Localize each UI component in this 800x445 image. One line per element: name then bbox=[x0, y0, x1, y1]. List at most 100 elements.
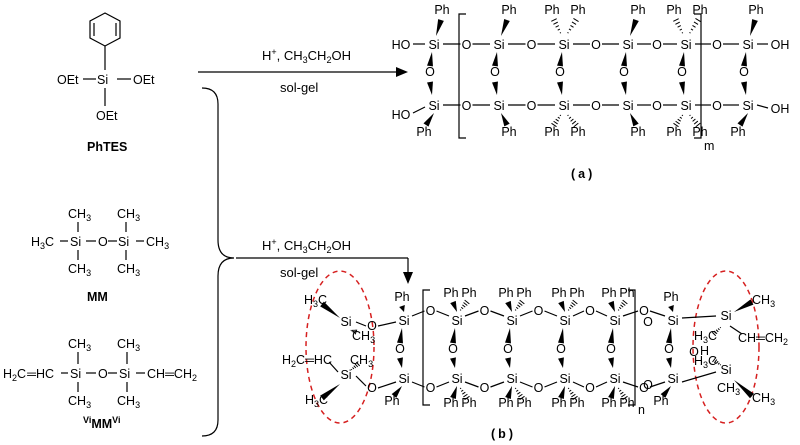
wedge-bond bbox=[505, 357, 511, 368]
methyl-label: CH3 bbox=[752, 293, 775, 309]
hashed-bond bbox=[353, 365, 357, 369]
silicon-atom: Si bbox=[506, 314, 517, 328]
oxygen-atom: O bbox=[395, 342, 405, 356]
vimmvi-oxygen: O bbox=[98, 367, 108, 381]
wedge-bond bbox=[679, 52, 685, 67]
oxygen-atom: O bbox=[490, 65, 500, 79]
repeat-bracket-left bbox=[422, 289, 430, 406]
oxygen-atom: O bbox=[652, 38, 662, 52]
hashed-bond bbox=[675, 120, 680, 125]
hashed-bond bbox=[463, 302, 468, 306]
silicon-atom: Si bbox=[667, 314, 678, 328]
hashed-bond bbox=[621, 393, 626, 398]
oxygen-atom: O bbox=[585, 304, 595, 318]
silicon-atom: Si bbox=[451, 314, 462, 328]
phenyl-label: Ph bbox=[630, 125, 645, 139]
hashed-bond bbox=[692, 118, 696, 122]
product-a-structure: m (a) SiSiOOOPhPhSiSiOOOPhPhSiSiOOOPhPhP… bbox=[392, 3, 790, 181]
superscript: Vi bbox=[112, 415, 120, 425]
bond bbox=[490, 381, 505, 388]
hashed-bond bbox=[568, 116, 572, 119]
oxygen-atom: O bbox=[652, 99, 662, 113]
wedge-bond bbox=[558, 328, 564, 344]
subscript: 2 bbox=[12, 373, 17, 383]
subscript: 3 bbox=[86, 400, 91, 410]
hashed-bond bbox=[553, 21, 558, 25]
methyl-label: CH3 bbox=[752, 391, 775, 407]
oxygen-atom: O bbox=[367, 381, 377, 395]
arrow-bottom-condition-1: H+, CH3CH2OH bbox=[262, 237, 351, 255]
bond bbox=[436, 381, 450, 388]
oxygen-atom: O bbox=[527, 38, 537, 52]
hashed-bond bbox=[719, 364, 722, 366]
highlight-ellipse-left bbox=[305, 270, 375, 424]
phenyl-label: Ph bbox=[384, 394, 399, 408]
phenyl-label: Ph bbox=[394, 290, 409, 304]
hashed-bond bbox=[462, 304, 466, 308]
highlight-ellipse-right bbox=[692, 270, 760, 424]
phenyl-label: Ph bbox=[416, 125, 431, 139]
phenyl-label: Ph bbox=[443, 286, 458, 300]
hashed-bond bbox=[459, 387, 462, 390]
phenyl-label: Ph bbox=[461, 286, 476, 300]
svg-text:CH3: CH3 bbox=[68, 394, 91, 410]
svg-text:H3C: H3C bbox=[31, 235, 54, 251]
product-a-label: (a) bbox=[571, 167, 592, 181]
oxygen-atom: O bbox=[689, 345, 699, 359]
silicon-atom: Si bbox=[667, 372, 678, 386]
subscript: 3 bbox=[40, 241, 45, 251]
oxygen-atom: O bbox=[639, 381, 649, 395]
phtes-ethoxy-bottom: OEt bbox=[96, 109, 118, 123]
wedge-bond bbox=[557, 52, 563, 67]
hashed-bond bbox=[717, 362, 720, 365]
oxygen-atom: O bbox=[527, 99, 537, 113]
phenyl-label: Ph bbox=[653, 394, 668, 408]
vinyl-label: CH═CH2 bbox=[738, 331, 788, 347]
bond bbox=[681, 315, 717, 319]
bond bbox=[519, 310, 533, 317]
hashed-bond bbox=[518, 302, 523, 306]
hashed-bond bbox=[517, 304, 521, 308]
bond bbox=[649, 381, 666, 388]
hashed-bond bbox=[568, 28, 572, 31]
oxygen-atom: O bbox=[462, 99, 472, 113]
vimmvi-silicon-left: Si bbox=[70, 367, 81, 381]
oxygen-atom: O bbox=[664, 342, 674, 356]
subscript: 3 bbox=[86, 213, 91, 223]
wedge-bond bbox=[734, 299, 754, 312]
hashed-bond bbox=[567, 387, 570, 390]
subscript: 3 bbox=[135, 343, 140, 353]
hashed-bond bbox=[681, 114, 684, 117]
phenyl-label: Ph bbox=[569, 396, 584, 410]
wedge-bond bbox=[450, 328, 456, 344]
phenyl-label: Ph bbox=[630, 3, 645, 17]
hashed-bond bbox=[622, 299, 628, 305]
bond bbox=[464, 381, 479, 388]
oxygen-atom: O bbox=[534, 381, 544, 395]
vimmvi-silicon-right: Si bbox=[119, 367, 130, 381]
hashed-bond bbox=[571, 21, 577, 25]
wedge-bond bbox=[427, 81, 433, 95]
wedge-bond bbox=[750, 19, 758, 36]
silicon-atom: Si bbox=[559, 372, 570, 386]
silicon-atom: Si bbox=[398, 372, 409, 386]
wedge-bond bbox=[399, 305, 405, 312]
wedge-bond bbox=[666, 328, 672, 344]
phenyl-label: Ph bbox=[692, 3, 707, 17]
bond bbox=[355, 321, 367, 327]
bond bbox=[756, 104, 769, 109]
silicon-atom: Si bbox=[609, 314, 620, 328]
oxygen-atom: O bbox=[585, 381, 595, 395]
silicon-atom: Si bbox=[720, 363, 731, 377]
silicon-atom: Si bbox=[558, 38, 569, 52]
wedge-bond bbox=[741, 52, 747, 67]
hashed-bond bbox=[617, 309, 620, 311]
wedge-bond bbox=[557, 81, 563, 95]
repeat-bracket-left bbox=[458, 13, 466, 139]
hashed-bond bbox=[711, 331, 717, 337]
hashed-bond bbox=[557, 116, 561, 119]
phenyl-label: Ph bbox=[498, 286, 513, 300]
subscript: 3 bbox=[86, 268, 91, 278]
